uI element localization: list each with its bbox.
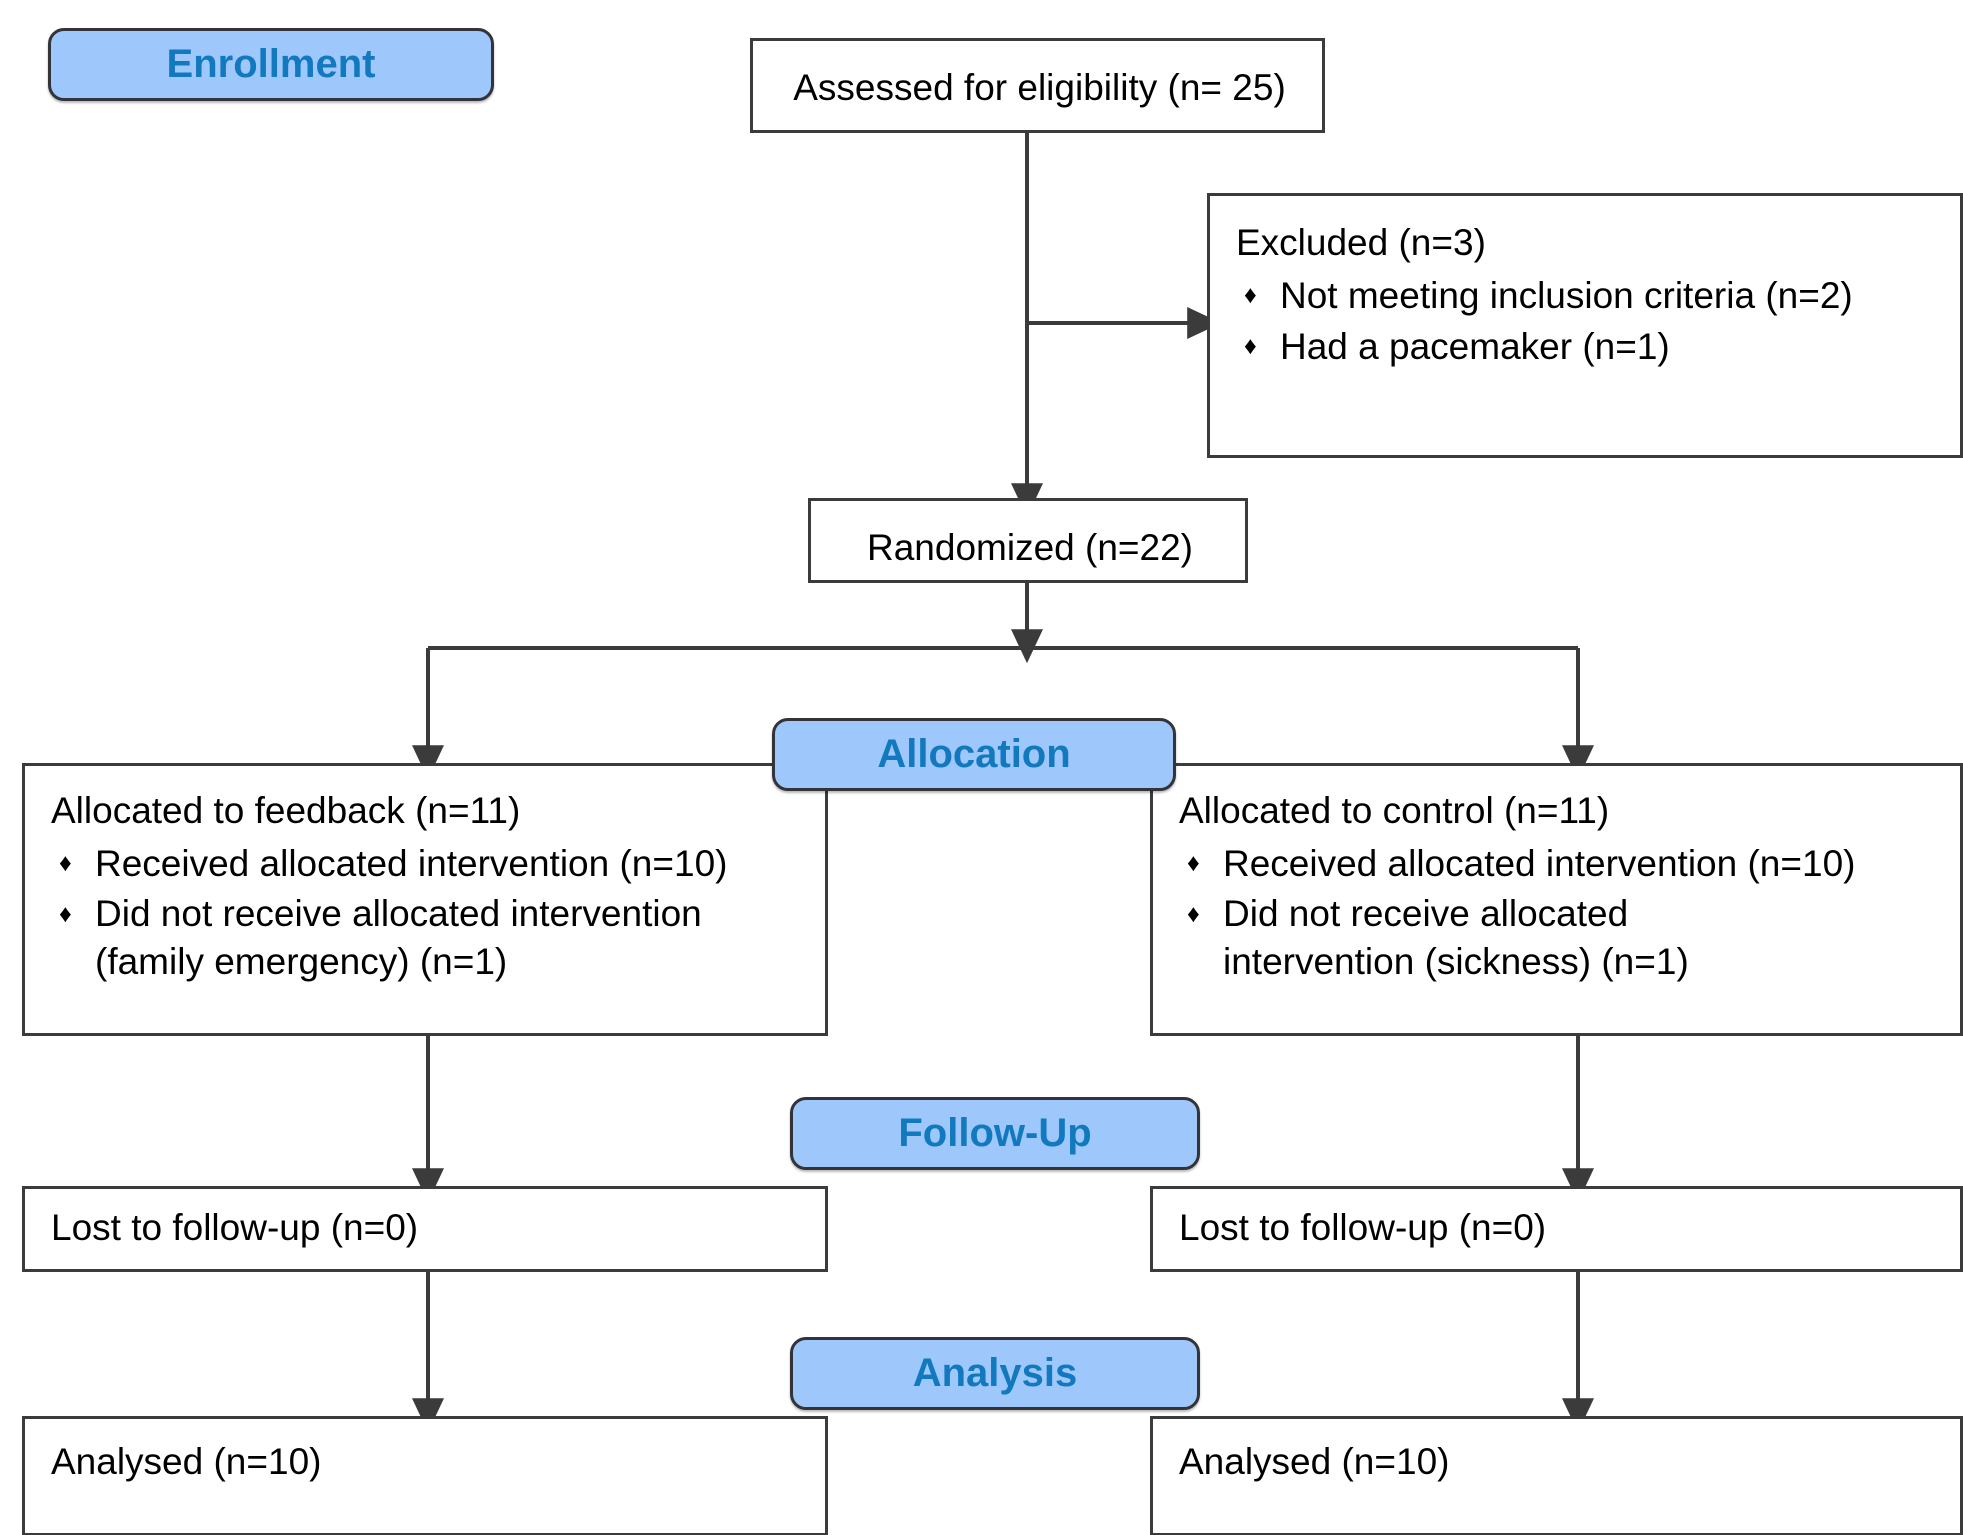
node-allocated-control-title: Allocated to control (n=11) xyxy=(1179,790,1610,831)
stage-badge-followup-label: Follow-Up xyxy=(898,1111,1092,1155)
node-assessed-title: Assessed for eligibility (n= 25) xyxy=(793,67,1286,108)
diamond-bullet-icon: ♦ xyxy=(59,848,72,877)
node-analysed-control[interactable]: Analysed (n=10) xyxy=(1150,1416,1963,1535)
node-assessed-for-eligibility[interactable]: Assessed for eligibility (n= 25) xyxy=(750,38,1325,133)
list-item: ♦ Had a pacemaker (n=1) xyxy=(1236,322,1938,371)
node-lost-to-followup-feedback[interactable]: Lost to follow-up (n=0) xyxy=(22,1186,828,1272)
stage-badge-analysis[interactable]: Analysis xyxy=(790,1337,1200,1410)
list-item: ♦ Did not receive allocated intervention … xyxy=(1179,890,1938,986)
list-item-label: Did not receive allocated intervention (… xyxy=(1223,892,1689,982)
diamond-bullet-icon: ♦ xyxy=(1244,280,1257,309)
diamond-bullet-icon: ♦ xyxy=(1187,899,1200,928)
node-excluded-list: ♦ Not meeting inclusion criteria (n=2) ♦ H… xyxy=(1236,271,1938,371)
list-item-label: Had a pacemaker (n=1) xyxy=(1280,325,1670,367)
list-item-label: Received allocated intervention (n=10) xyxy=(1223,842,1856,884)
stage-badge-enrollment[interactable]: Enrollment xyxy=(48,28,494,101)
list-item: ♦ Not meeting inclusion criteria (n=2) xyxy=(1236,271,1938,320)
diamond-bullet-icon: ♦ xyxy=(59,899,72,928)
node-allocated-feedback-title: Allocated to feedback (n=11) xyxy=(51,790,521,831)
node-lost-to-followup-feedback-title: Lost to follow-up (n=0) xyxy=(51,1207,419,1248)
list-item-label: Received allocated intervention (n=10) xyxy=(95,842,728,884)
node-allocated-control-list: ♦Received allocated intervention (n=10) … xyxy=(1179,839,1938,986)
list-item: ♦ Received allocated intervention (n=10) xyxy=(1179,839,1938,888)
list-item-label: Not meeting inclusion criteria (n=2) xyxy=(1280,274,1853,316)
node-excluded-title: Excluded (n=3) xyxy=(1236,222,1486,263)
list-item-label: Did not receive allocated intervention (… xyxy=(95,892,702,982)
node-lost-to-followup-control-title: Lost to follow-up (n=0) xyxy=(1179,1207,1547,1248)
list-item: ♦ Received allocated intervention (n=10) xyxy=(51,839,803,888)
node-allocated-control[interactable]: Allocated to control (n=11) ♦ Received al… xyxy=(1150,763,1963,1036)
stage-badge-analysis-label: Analysis xyxy=(912,1351,1078,1395)
node-lost-to-followup-control[interactable]: Lost to follow-up (n=0) xyxy=(1150,1186,1963,1272)
stage-badge-enrollment-label: Enrollment xyxy=(166,42,376,86)
node-excluded[interactable]: Excluded (n=3) ♦ Not meeting inclusion cr… xyxy=(1207,193,1963,458)
stage-badge-allocation[interactable]: Allocation xyxy=(772,718,1176,791)
node-allocated-feedback-list: ♦Received allocated intervention (n=10) … xyxy=(51,839,803,986)
node-randomized-title: Randomized (n=22) xyxy=(867,527,1193,568)
diamond-bullet-icon: ♦ xyxy=(1244,331,1257,360)
node-randomized[interactable]: Randomized (n=22) xyxy=(808,498,1248,583)
list-item: ♦ Did not receive allocated intervention … xyxy=(51,890,803,986)
node-analysed-feedback[interactable]: Analysed (n=10) xyxy=(22,1416,828,1535)
stage-badge-allocation-label: Allocation xyxy=(877,732,1071,776)
diamond-bullet-icon: ♦ xyxy=(1187,848,1200,877)
node-analysed-control-title: Analysed (n=10) xyxy=(1179,1441,1450,1482)
stage-badge-followup[interactable]: Follow-Up xyxy=(790,1097,1200,1170)
node-allocated-feedback[interactable]: Allocated to feedback (n=11) ♦ Received a… xyxy=(22,763,828,1036)
node-analysed-feedback-title: Analysed (n=10) xyxy=(51,1441,322,1482)
